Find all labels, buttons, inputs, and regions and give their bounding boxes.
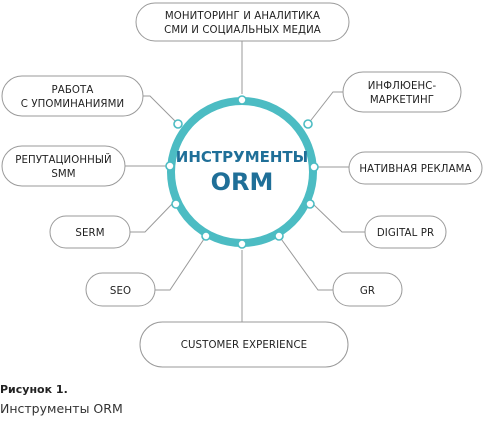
node-seo: SEO (85, 272, 156, 307)
ring-dot (165, 161, 175, 171)
node-cx: CUSTOMER EXPERIENCE (139, 321, 349, 368)
node-label: МАРКЕТИНГ (370, 95, 434, 106)
ring-dot (237, 95, 247, 105)
ring-dot (171, 199, 181, 209)
ring-dot (173, 119, 183, 129)
node-monitoring: МОНИТОРИНГ И АНАЛИТИКА СМИ И СОЦИАЛЬНЫХ … (135, 2, 350, 42)
node-label: SERM (75, 228, 104, 239)
ring-dots (165, 95, 319, 249)
node-label: DIGITAL PR (377, 228, 434, 239)
ring-dot (305, 199, 315, 209)
node-gr: GR (332, 272, 403, 307)
figure-caption-label: Рисунок 1. (0, 383, 68, 396)
connector-digital-pr (312, 203, 365, 233)
ring-dot (201, 231, 211, 241)
ring-dot (237, 239, 247, 249)
connector-influence (307, 91, 343, 125)
node-label: РАБОТА (52, 85, 94, 96)
node-label: СМИ И СОЦИАЛЬНЫХ МЕДИА (164, 25, 321, 36)
orm-diagram: ИНСТРУМЕНТЫ ORM МОНИТОРИНГ И АНАЛИТИКА С… (1, 2, 483, 368)
node-label: ИНФЛЮЕНС- (368, 81, 437, 92)
ring-dot (274, 231, 284, 241)
ring-dot (303, 119, 313, 129)
node-label: SMM (51, 169, 75, 180)
node-mentions: РАБОТА С УПОМИНАНИЯМИ (1, 75, 144, 117)
node-digital-pr: DIGITAL PR (364, 215, 447, 249)
node-influence: ИНФЛЮЕНС- МАРКЕТИНГ (342, 71, 462, 113)
center-title-line2: ORM (211, 168, 274, 196)
node-label: МОНИТОРИНГ И АНАЛИТИКА (165, 11, 320, 22)
node-serm: SERM (49, 215, 131, 249)
figure-caption-text: Инструменты ORM (0, 401, 123, 416)
connector-serm (130, 203, 173, 233)
connector-seo (155, 235, 207, 291)
node-smm: РЕПУТАЦИОННЫЙ SMM (1, 145, 126, 187)
node-label: С УПОМИНАНИЯМИ (21, 99, 124, 110)
connector-mentions (143, 95, 179, 125)
connector-gr (278, 235, 333, 291)
node-label: РЕПУТАЦИОННЫЙ (15, 153, 111, 166)
connectors (125, 40, 365, 322)
node-label: GR (360, 286, 375, 297)
node-label: CUSTOMER EXPERIENCE (181, 340, 307, 351)
node-label: НАТИВНАЯ РЕКЛАМА (359, 164, 471, 175)
ring-dot (309, 162, 319, 172)
center-title-line1: ИНСТРУМЕНТЫ (176, 148, 308, 166)
node-native: НАТИВНАЯ РЕКЛАМА (348, 151, 483, 185)
node-label: SEO (110, 286, 131, 297)
